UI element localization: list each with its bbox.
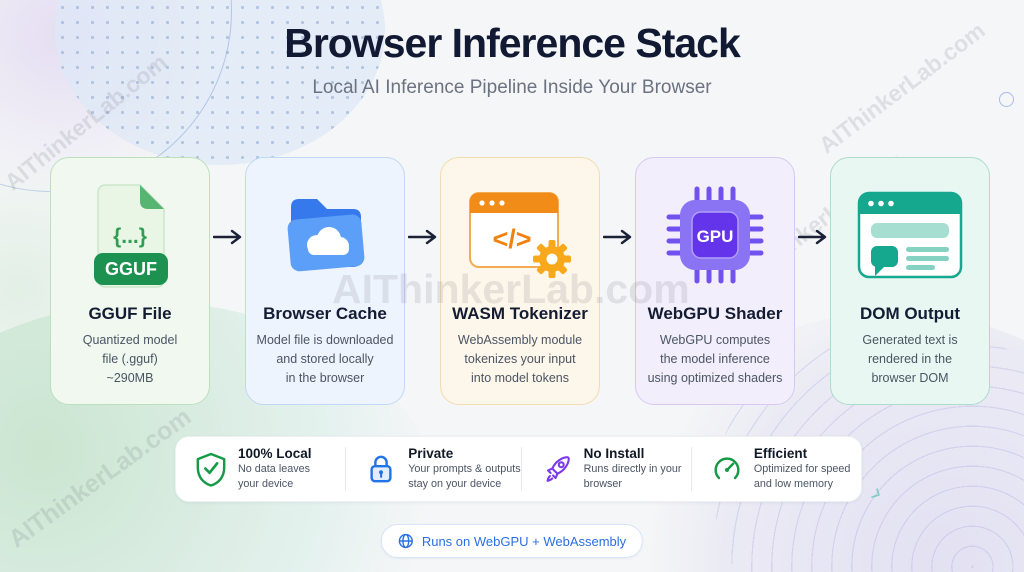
card-title: DOM Output	[859, 304, 961, 323]
card-description: WebAssembly module tokenizes your input …	[457, 333, 583, 385]
watermark-text-center: AIThinkerLab.com	[332, 266, 690, 312]
feature-title: Efficient	[753, 445, 808, 461]
svg-text:GGUF: GGUF	[105, 259, 157, 279]
feature-divider	[520, 447, 522, 491]
card-description: WebGPU computes the model inference usin…	[647, 333, 783, 385]
flow-arrow-icon	[212, 229, 241, 245]
pipeline-card-gguf-file: {...} GGUF GGUF File Quantized model fil…	[50, 157, 210, 405]
svg-text:{...}: {...}	[113, 225, 147, 248]
card-description: Generated text is rendered in the browse…	[862, 333, 958, 385]
pipeline-card-dom-output: DOM Output Generated text is rendered in…	[830, 157, 990, 405]
feature-title: 100% Local	[238, 445, 312, 461]
feature-bar: 100% Local No data leaves your device Pr…	[175, 436, 862, 502]
card-description: Model file is downloaded and stored loca…	[256, 333, 394, 385]
feature-text: Private Your prompts & outputs stay on y…	[408, 446, 520, 492]
flow-arrow-icon	[407, 229, 436, 245]
browser-window-icon	[854, 178, 966, 292]
feature-description: Runs directly in your browser	[583, 462, 682, 490]
card-description: Quantized model file (.gguf) ~290MB	[82, 333, 178, 385]
svg-text:GPU: GPU	[697, 227, 734, 246]
feature-text: No Install Runs directly in your browser	[584, 446, 682, 492]
decor-tick-mark	[871, 488, 880, 498]
feature-title: Private	[408, 445, 454, 461]
rocket-icon	[540, 452, 574, 486]
lock-icon	[364, 452, 398, 486]
folder-cloud-icon	[275, 178, 375, 292]
gpu-chip-icon: GPU	[665, 178, 765, 292]
feature-private: Private Your prompts & outputs stay on y…	[346, 446, 521, 492]
globe-icon	[398, 533, 414, 549]
pipeline-card-wasm-tokenizer: </> WASM Tokenizer W	[440, 157, 600, 405]
feature-description: Optimized for speed and low memory	[753, 462, 851, 490]
watermark-text: AIThinkerLab.com	[3, 402, 197, 554]
flow-arrow-icon	[797, 229, 826, 245]
gauge-icon	[710, 452, 744, 486]
feature-text: 100% Local No data leaves your device	[238, 446, 312, 492]
card-title: GGUF File	[88, 304, 172, 323]
decor-circle-outline	[999, 92, 1014, 107]
shield-check-icon	[194, 451, 228, 488]
feature-no-install: No Install Runs directly in your browser	[522, 446, 691, 492]
feature-efficient: Efficient Optimized for speed and low me…	[692, 446, 861, 492]
feature-title: No Install	[583, 445, 645, 461]
feature-description: No data leaves your device	[238, 462, 311, 490]
code-window-gear-icon: </>	[464, 178, 576, 292]
flow-arrow-icon	[602, 229, 631, 245]
card-title: WASM Tokenizer	[452, 304, 588, 323]
feature-description: Your prompts & outputs stay on your devi…	[408, 462, 521, 490]
feature-100-local: 100% Local No data leaves your device	[176, 446, 345, 492]
gguf-file-icon: {...} GGUF	[80, 178, 180, 292]
svg-text:</>: </>	[492, 224, 531, 254]
runtime-badge: Runs on WebGPU + WebAssembly	[380, 524, 644, 558]
feature-text: Efficient Optimized for speed and low me…	[754, 446, 851, 492]
runtime-badge-label: Runs on WebGPU + WebAssembly	[421, 533, 627, 549]
page-subtitle: Local AI Inference Pipeline Inside Your …	[312, 77, 712, 98]
